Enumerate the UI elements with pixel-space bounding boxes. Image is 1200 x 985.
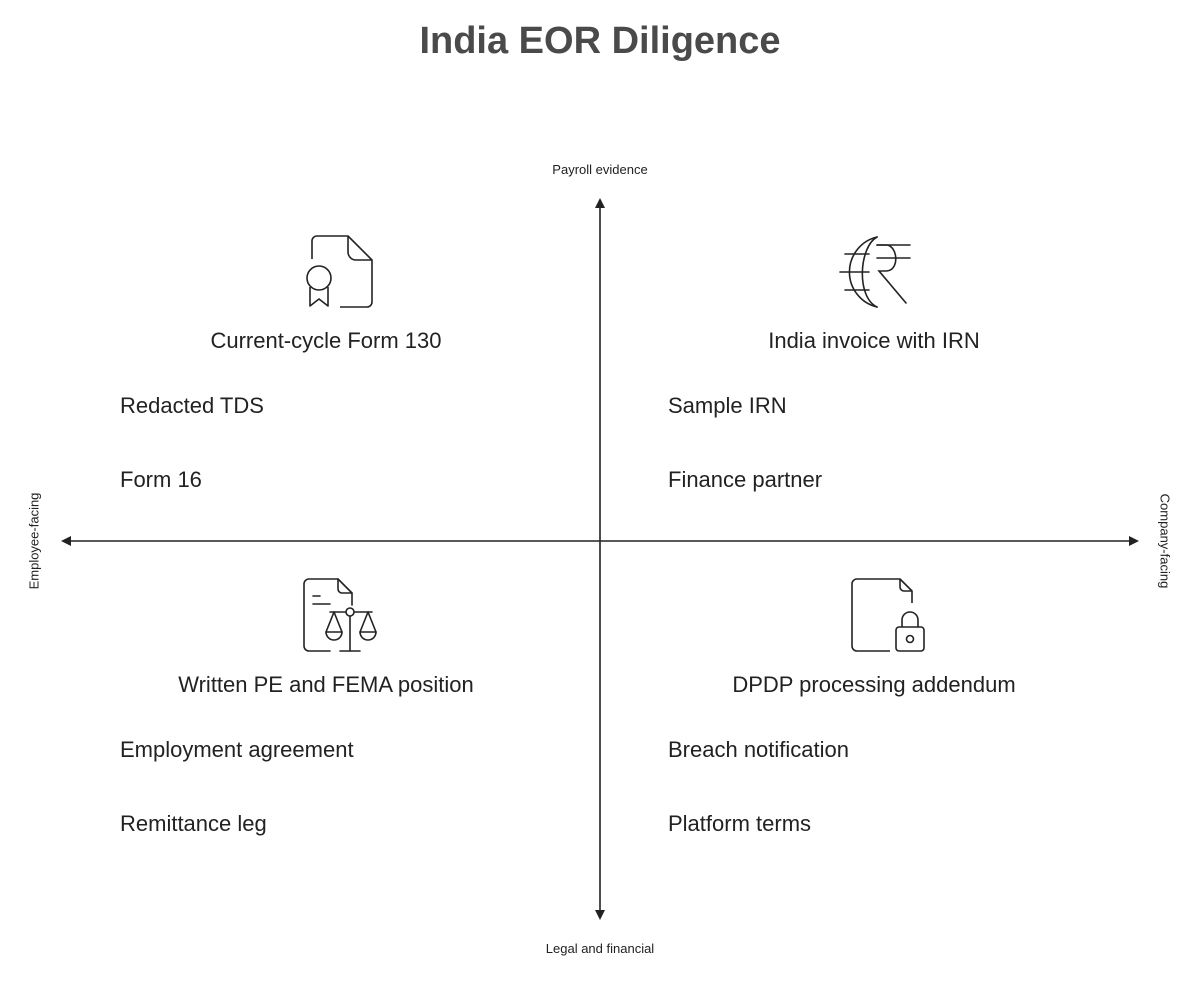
document-lock-icon — [851, 578, 925, 652]
axis-label-top: Payroll evidence — [552, 162, 648, 177]
quadrant-bottom-left-item-2: Remittance leg — [120, 811, 267, 836]
globe-rupee-icon — [839, 236, 911, 308]
axis-arrow-right — [1129, 536, 1139, 546]
quadrant-bottom-left-item-1: Employment agreement — [120, 737, 354, 762]
quadrant-top-left-item-2: Form 16 — [120, 467, 202, 492]
axis-arrow-left — [61, 536, 71, 546]
quadrant-top-right-item-1: Sample IRN — [668, 393, 787, 418]
quadrant-bottom-left-heading: Written PE and FEMA position — [178, 672, 474, 697]
page-title: India EOR Diligence — [419, 20, 781, 62]
quadrant-top-left-heading: Current-cycle Form 130 — [210, 328, 442, 353]
quadrant-bottom-right-item-1: Breach notification — [668, 737, 849, 762]
axis-label-right: Company-facing — [1157, 493, 1173, 589]
document-scales-icon — [303, 578, 377, 652]
quadrant-bottom-right-heading: DPDP processing addendum — [732, 672, 1016, 697]
quadrant-top-right-heading: India invoice with IRN — [768, 328, 980, 353]
quadrant-top-left-item-1: Redacted TDS — [120, 393, 264, 418]
axis-arrow-up — [595, 198, 605, 208]
axis-label-left: Employee-facing — [26, 492, 42, 590]
axis-arrow-down — [595, 910, 605, 920]
quadrant-top-right-item-2: Finance partner — [668, 467, 823, 492]
quadrant-bottom-right-item-2: Platform terms — [668, 811, 812, 836]
axis-label-bottom: Legal and financial — [545, 941, 655, 956]
certificate-document-icon — [306, 235, 373, 308]
